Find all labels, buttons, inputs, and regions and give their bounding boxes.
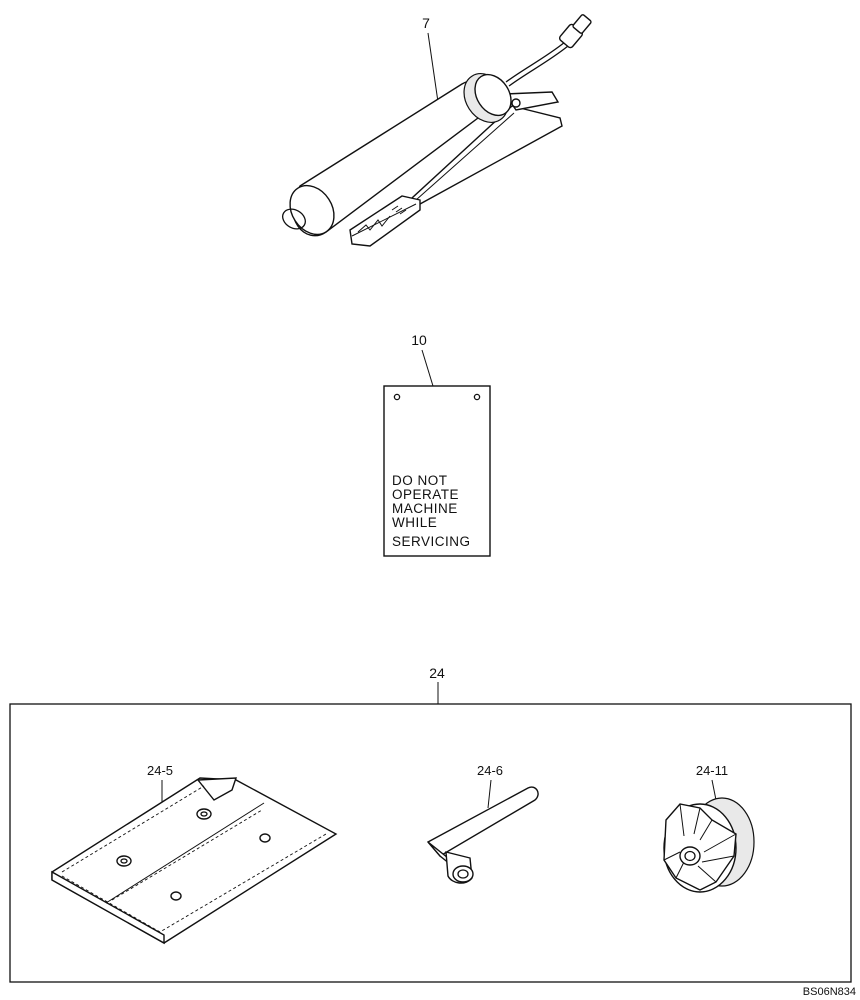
drawing-code: BS06N834: [803, 986, 856, 998]
box-wrench: 24-6: [426, 763, 539, 884]
grease-lever: [410, 91, 563, 205]
leader-7: [427, 32, 439, 103]
callout-24: 24: [429, 665, 445, 681]
tool-pouch: 24-5: [51, 763, 338, 945]
tag-line-5: SERVICING: [392, 534, 471, 549]
grease-coupler: [558, 14, 592, 49]
leader-24-6: [487, 779, 492, 809]
tag-line-2: OPERATE: [392, 487, 459, 502]
grease-barrel: [289, 73, 512, 237]
callout-24-11: 24-11: [696, 763, 728, 778]
grease-hose: [505, 41, 566, 83]
tag-hole-right: [473, 393, 481, 401]
callout-10: 10: [411, 332, 427, 348]
tag-card: [383, 385, 491, 557]
callout-24-5: 24-5: [147, 763, 173, 778]
grease-gun: 7: [282, 14, 592, 247]
follower-ring: [282, 208, 306, 230]
leader-10: [421, 349, 434, 387]
tool-kit-frame: [9, 703, 852, 983]
warning-tag: 10 DO NOT OPERATE MACHINE WHILE SERVICIN…: [383, 332, 491, 557]
callout-7: 7: [422, 15, 430, 31]
tag-line-1: DO NOT: [392, 473, 448, 488]
tag-hole-left: [393, 393, 401, 401]
tag-line-4: WHILE: [392, 515, 437, 530]
grease-handle: [349, 195, 421, 247]
filler-cap: 24-11: [663, 763, 755, 893]
callout-24-6: 24-6: [477, 763, 503, 778]
leader-24-11: [711, 779, 717, 801]
tool-kit: 24 24-5 24-6: [9, 665, 852, 983]
tag-line-3: MACHINE: [392, 501, 458, 516]
